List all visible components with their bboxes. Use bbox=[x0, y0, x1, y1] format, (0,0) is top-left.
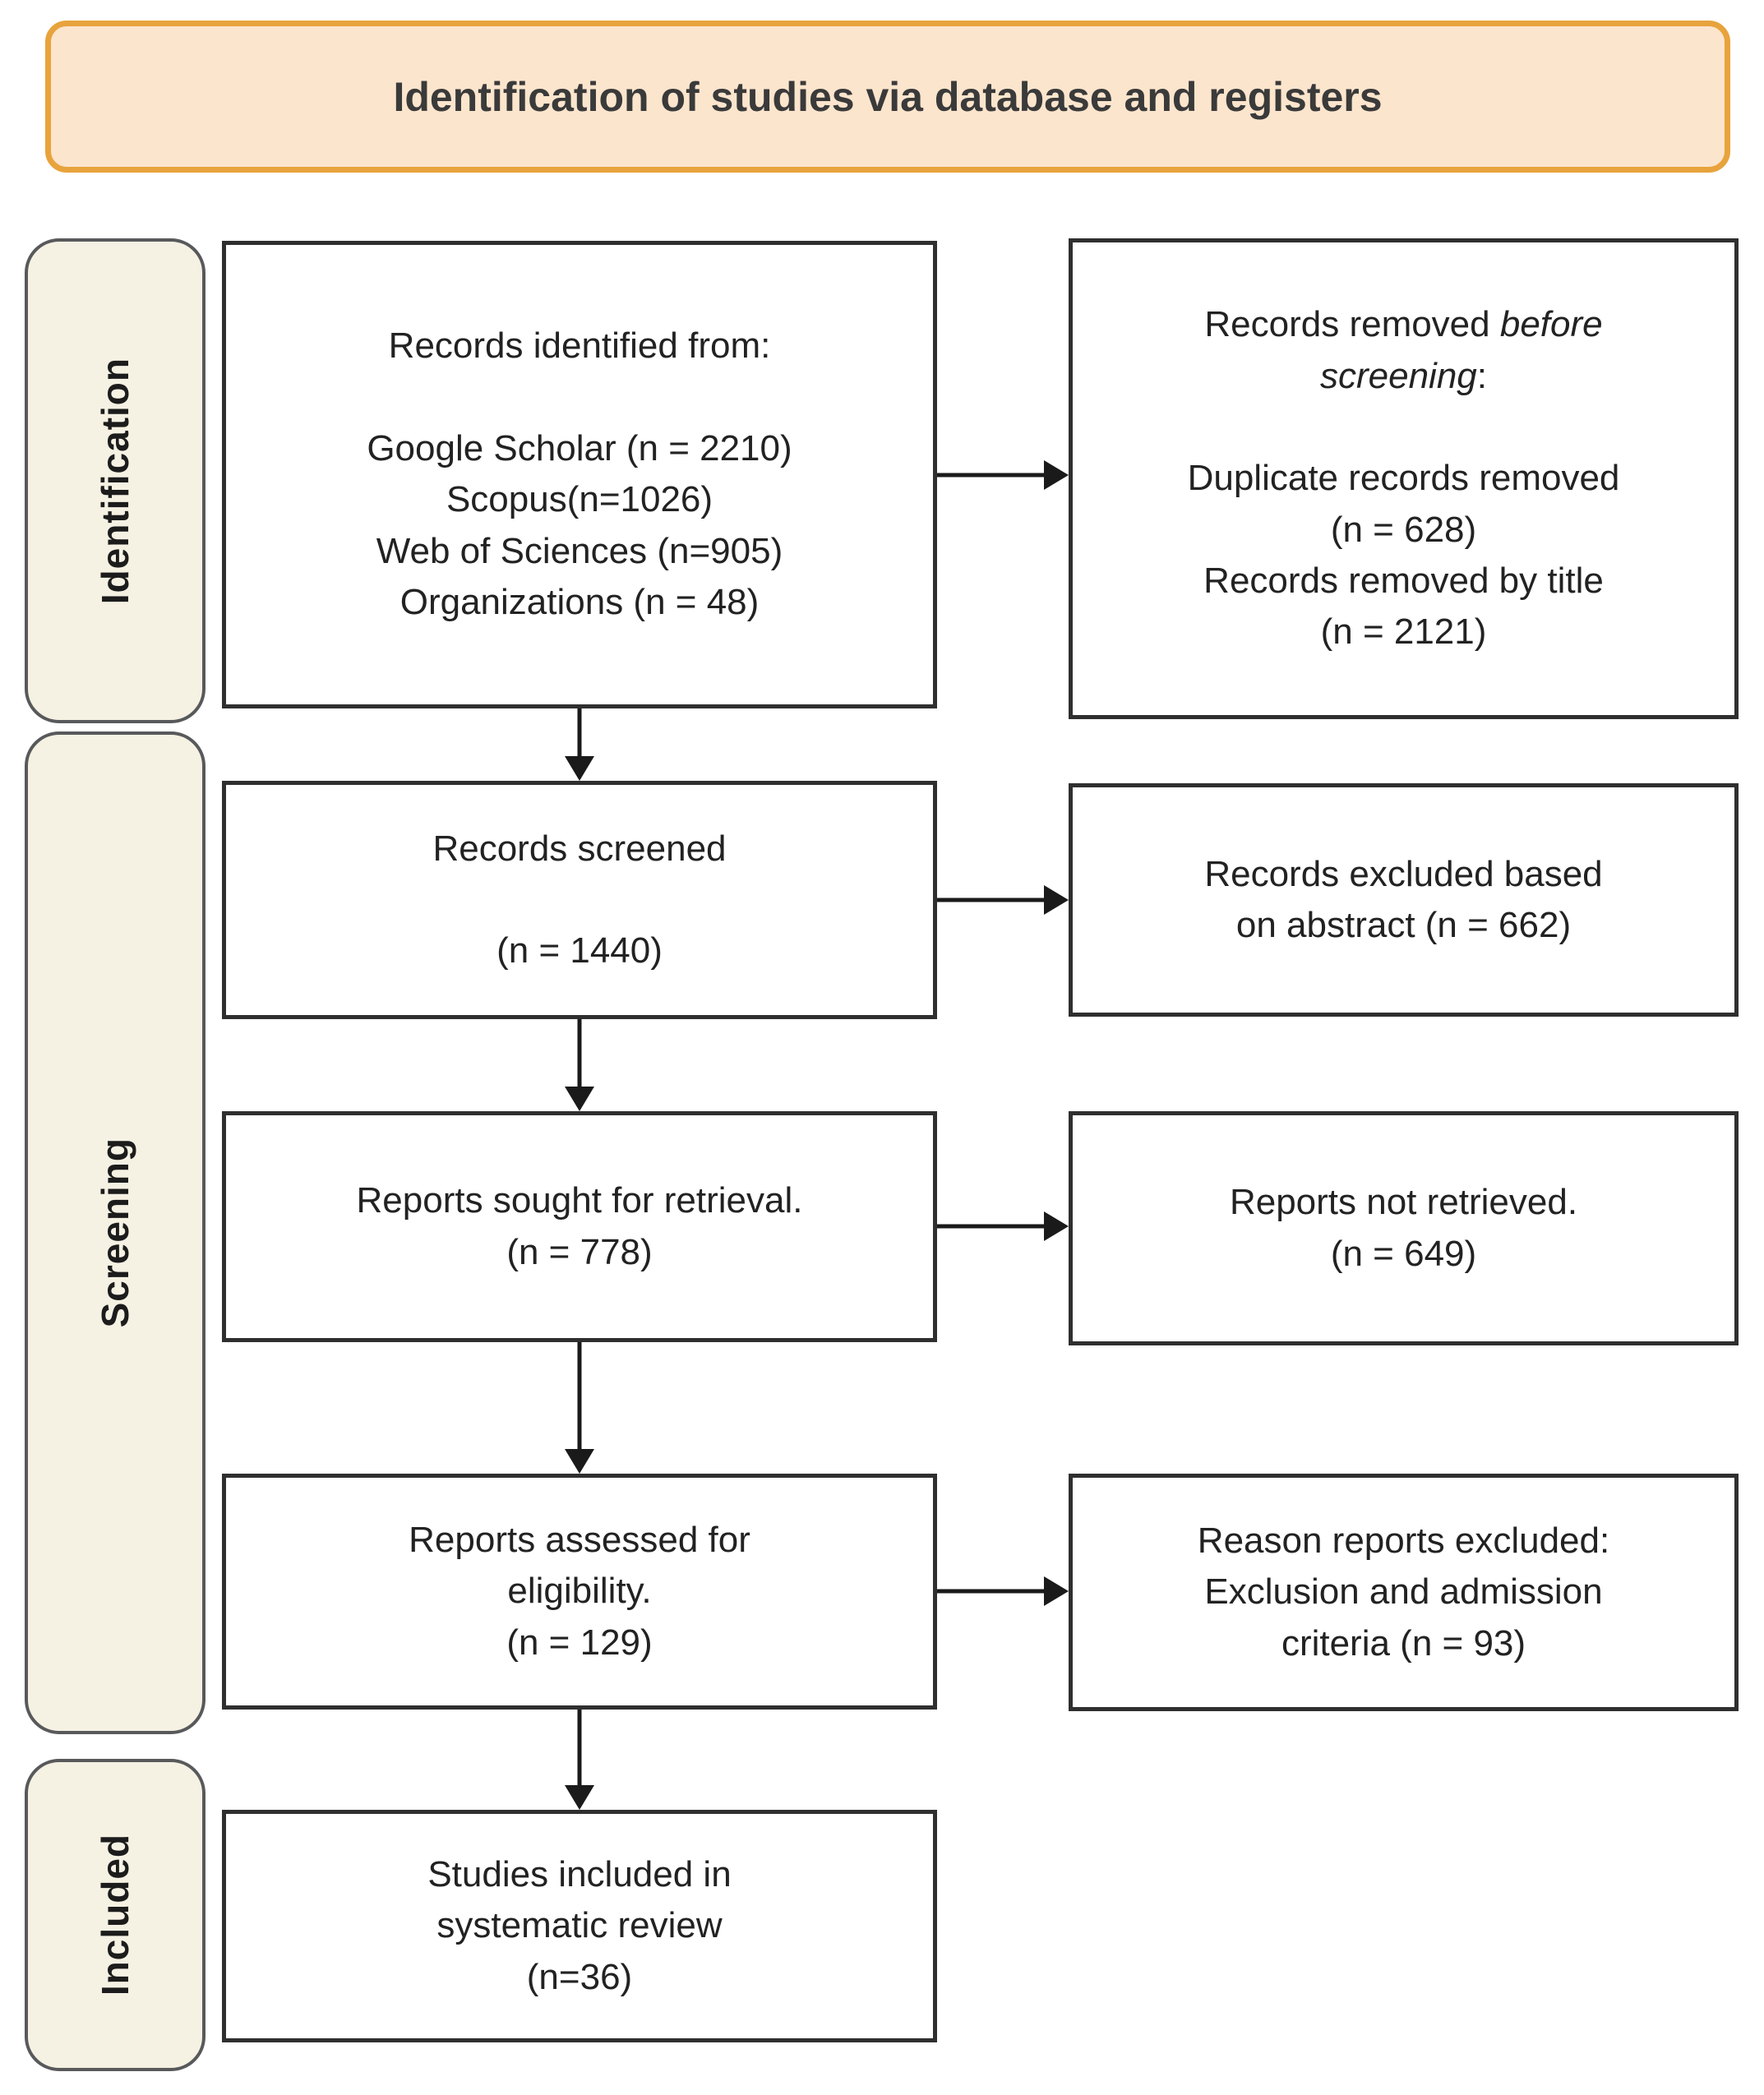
reason-excluded-line: Exclusion and admission bbox=[1204, 1571, 1603, 1613]
stage-included-label: Included bbox=[94, 1834, 136, 1996]
records-removed-heading-italic: before screening bbox=[1319, 304, 1603, 396]
stage-screening: Screening bbox=[25, 731, 205, 1734]
reason-excluded-count: criteria (n = 93) bbox=[1281, 1622, 1526, 1664]
box-records-removed: Records removed before screening: Duplic… bbox=[1069, 238, 1739, 719]
studies-included-line: systematic review bbox=[436, 1905, 723, 1946]
records-identified-source: Web of Sciences (n=905) bbox=[376, 530, 783, 571]
records-identified-title: Records identified from: bbox=[388, 325, 771, 367]
studies-included-count: (n=36) bbox=[526, 1956, 633, 1997]
down-arrow-sought-to-assessed bbox=[565, 1342, 594, 1474]
records-removed-heading-prefix: Records removed bbox=[1204, 304, 1500, 345]
records-screened-line: Records screened bbox=[432, 828, 727, 869]
box-records-identified: Records identified from: Google Scholar … bbox=[222, 241, 937, 708]
records-removed-line: (n = 628) bbox=[1330, 509, 1477, 550]
box-reports-not-retrieved: Reports not retrieved. (n = 649) bbox=[1069, 1111, 1739, 1345]
stage-identification: Identification bbox=[25, 238, 205, 723]
diagram-title: Identification of studies via database a… bbox=[393, 73, 1383, 120]
records-removed-heading: Records removed before screening: bbox=[1133, 299, 1675, 402]
stage-screening-label: Screening bbox=[94, 1137, 136, 1328]
diagram-title-banner: Identification of studies via database a… bbox=[45, 21, 1730, 173]
reports-not-retrieved-count: (n = 649) bbox=[1330, 1233, 1477, 1274]
box-reason-excluded: Reason reports excluded: Exclusion and a… bbox=[1069, 1474, 1739, 1711]
reports-assessed-line: eligibility. bbox=[507, 1571, 652, 1612]
records-removed-line: (n = 2121) bbox=[1320, 611, 1487, 653]
reports-assessed-line: Reports assessed for bbox=[409, 1519, 750, 1560]
records-excluded-line: on abstract (n = 662) bbox=[1235, 905, 1572, 945]
down-arrow-identified-to-screened bbox=[565, 708, 594, 781]
records-removed-line: Duplicate records removed bbox=[1187, 458, 1620, 499]
stage-included: Included bbox=[25, 1759, 205, 2071]
reports-not-retrieved-line: Reports not retrieved. bbox=[1229, 1182, 1578, 1223]
box-studies-included: Studies included in systematic review (n… bbox=[222, 1810, 937, 2042]
box-reports-sought: Reports sought for retrieval. (n = 778) bbox=[222, 1111, 937, 1342]
box-records-screened: Records screened (n = 1440) bbox=[222, 781, 937, 1019]
studies-included-line: Studies included in bbox=[427, 1853, 732, 1894]
reports-sought-line: Reports sought for retrieval. bbox=[356, 1180, 803, 1221]
reports-assessed-count: (n = 129) bbox=[506, 1622, 653, 1663]
stage-identification-label: Identification bbox=[94, 357, 136, 605]
records-identified-source: Organizations (n = 48) bbox=[399, 582, 760, 623]
records-identified-source: Scopus(n=1026) bbox=[446, 479, 713, 520]
records-excluded-line: Records excluded based bbox=[1204, 853, 1603, 894]
right-arrow-sought-to-not-retrieved bbox=[937, 1211, 1069, 1241]
reason-excluded-line: Reason reports excluded: bbox=[1197, 1520, 1610, 1561]
right-arrow-assessed-to-reason-excluded bbox=[937, 1576, 1069, 1606]
right-arrow-screened-to-excluded bbox=[937, 885, 1069, 915]
box-records-excluded: Records excluded based on abstract (n = … bbox=[1069, 783, 1739, 1017]
records-removed-line: Records removed by title bbox=[1203, 560, 1604, 601]
down-arrow-assessed-to-included bbox=[565, 1710, 594, 1810]
right-arrow-identified-to-removed bbox=[937, 460, 1069, 490]
box-reports-assessed: Reports assessed for eligibility. (n = 1… bbox=[222, 1474, 937, 1710]
records-screened-count: (n = 1440) bbox=[496, 930, 663, 971]
records-removed-heading-suffix: : bbox=[1476, 355, 1487, 396]
down-arrow-screened-to-sought bbox=[565, 1019, 594, 1111]
reports-sought-count: (n = 778) bbox=[506, 1231, 653, 1272]
records-identified-source: Google Scholar (n = 2210) bbox=[367, 427, 792, 468]
